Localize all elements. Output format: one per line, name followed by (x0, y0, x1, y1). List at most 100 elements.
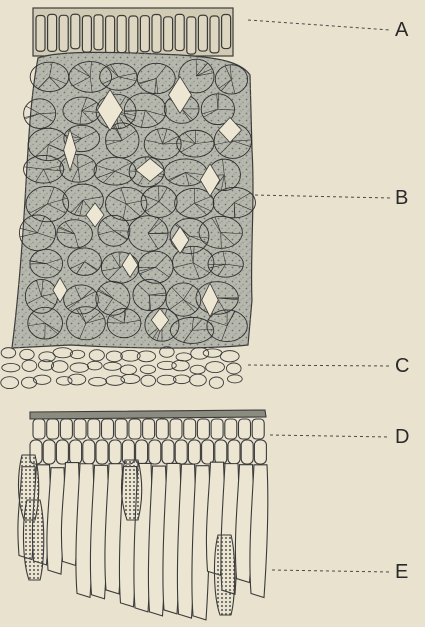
layer-d-cell (102, 419, 114, 439)
layer-d-cell-row (30, 410, 266, 464)
leader-line-a (248, 20, 390, 30)
layer-a-cell (59, 15, 68, 51)
layer-e-granular-cell (121, 460, 141, 520)
layer-a-cell (198, 15, 207, 51)
layer-d-cell (70, 440, 82, 464)
layer-c-cell (141, 375, 156, 386)
layer-c-cell (51, 361, 68, 373)
layer-c-cell (209, 377, 223, 388)
layer-e-columnar-cells (18, 455, 268, 620)
label-b: B (395, 188, 425, 208)
layer-a-cell (222, 15, 231, 49)
layer-c-cell (191, 348, 209, 360)
layer-d-cell (60, 419, 72, 439)
layer-a-cell (175, 14, 184, 50)
layer-d-cell (254, 440, 266, 464)
layer-c-cell (68, 374, 86, 385)
layer-d-cell (211, 419, 223, 439)
layer-d-cell (96, 440, 108, 464)
layer-c-cell (220, 351, 239, 362)
layer-d-cell (162, 440, 174, 464)
label-c: C (395, 356, 425, 376)
layer-c-cell (120, 365, 136, 375)
layer-a-cell (129, 16, 138, 53)
leader-line-e (272, 570, 390, 572)
layer-d-cell (202, 440, 214, 464)
layer-d-cell (56, 440, 68, 464)
layer-d-cell (33, 419, 45, 439)
layer-c-cell (226, 363, 241, 374)
layer-a-cell (48, 14, 57, 51)
layer-d-cell (149, 440, 161, 464)
layer-a-cell (71, 14, 80, 48)
layer-d-cell (225, 419, 237, 439)
layer-a-cell (82, 16, 91, 52)
layer-c-cell (2, 363, 20, 371)
layer-a-cell (152, 15, 161, 53)
layer-d-cell (228, 440, 240, 464)
layer-d-cell (47, 419, 59, 439)
layer-d-cell (184, 419, 196, 439)
layer-a-cell (140, 16, 149, 52)
layer-d-cell (197, 419, 209, 439)
layer-c-cell (1, 348, 16, 358)
layer-c-crushed-cells (1, 347, 242, 389)
layer-d-cuticle (30, 410, 266, 419)
label-d: D (395, 427, 425, 447)
layer-a-cell (187, 17, 196, 54)
layer-a-cell (164, 17, 173, 51)
layer-d-cell (175, 440, 187, 464)
layer-c-cell (70, 363, 89, 372)
layer-a-cell (210, 16, 219, 53)
layer-c-cell (1, 377, 19, 389)
layer-c-cell (190, 365, 205, 374)
layer-e-granular-cell (214, 535, 234, 615)
layer-a-cell (117, 15, 126, 52)
leader-line-b (255, 195, 390, 198)
layer-d-cell (115, 419, 127, 439)
layer-d-cell (129, 419, 141, 439)
layer-c-cell (20, 349, 34, 359)
layer-c-cell (227, 375, 242, 383)
layer-d-cell (43, 440, 55, 464)
layer-c-cell (104, 362, 122, 370)
leader-lines (248, 20, 390, 572)
leader-line-c (248, 365, 390, 366)
layer-d-cell (252, 419, 264, 439)
layer-c-cell (56, 377, 72, 386)
layer-c-cell (206, 362, 225, 373)
leader-line-d (270, 435, 390, 437)
layer-a-cell (36, 15, 45, 51)
layer-c-cell (190, 374, 207, 386)
layer-c-cell (172, 360, 189, 371)
layer-c-cell (53, 348, 72, 358)
layer-d-cell (170, 419, 182, 439)
layer-d-cell (215, 440, 227, 464)
layer-c-cell (106, 351, 122, 362)
layer-a-outer-cells (33, 8, 233, 56)
layer-d-cell (188, 440, 200, 464)
layer-c-cell (176, 353, 192, 361)
layer-d-cell (156, 419, 168, 439)
layer-d-cell (143, 419, 155, 439)
layer-c-cell (203, 349, 222, 358)
layer-c-cell (87, 361, 102, 370)
layer-e-cell (250, 465, 268, 598)
layer-c-cell (140, 365, 155, 374)
layer-d-cell (109, 440, 121, 464)
layer-d-cell (241, 440, 253, 464)
layer-a-cell (106, 16, 115, 54)
layer-c-cell (22, 360, 37, 371)
label-e: E (395, 562, 425, 582)
layer-c-cell (22, 377, 37, 388)
layer-c-cell (89, 377, 107, 386)
layer-a-cell (94, 15, 103, 50)
layer-d-cell (83, 440, 95, 464)
layer-e-granular-cell (23, 500, 43, 580)
layer-b-stippled-mass (12, 52, 255, 348)
layer-d-cell (88, 419, 100, 439)
layer-d-cell (239, 419, 251, 439)
layer-d-cell (74, 419, 86, 439)
layer-c-cell (89, 350, 104, 361)
